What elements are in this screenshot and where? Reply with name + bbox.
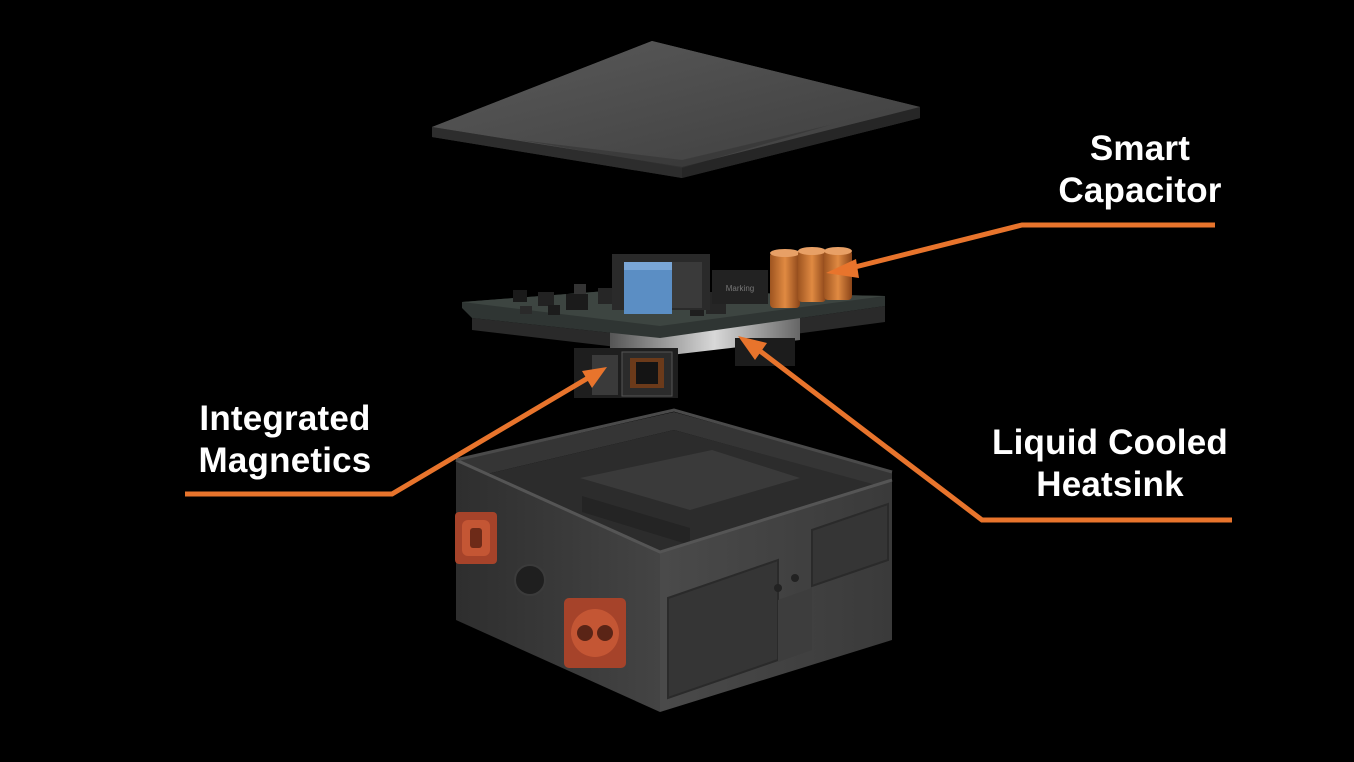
smart-capacitor-label: Smart Capacitor [1020,128,1260,212]
enclosure-lid [432,41,920,178]
heatsink-arrowhead [738,336,767,360]
smart-capacitor-label-line2: Capacitor [1058,171,1222,210]
power-connector-upper [455,512,497,564]
integrated-magnetics-arrowhead [582,367,607,388]
capacitor-bank [770,247,852,308]
power-connector-lower [564,598,626,668]
integrated-magnetics-label: Integrated Magnetics [165,398,405,482]
integrated-magnetics-callout-line [185,375,590,497]
smart-capacitor-label-line1: Smart [1089,129,1191,168]
enclosure-base [455,408,893,712]
signal-connector [514,564,546,596]
liquid-cooled-heatsink-label: Liquid Cooled Heatsink [975,422,1245,506]
transformer [612,254,710,314]
heatsink-label-line1: Liquid Cooled [992,423,1228,462]
smart-capacitor-arrowhead [826,259,859,278]
integrated-magnetics-label-line1: Integrated [199,399,371,438]
smart-capacitor-callout-line [854,222,1215,270]
integrated-magnetics-label-line2: Magnetics [198,441,372,480]
callout-lines [185,222,1232,523]
heatsink-label-line2: Heatsink [1036,465,1184,504]
heatsink-callout-line [758,349,1232,523]
pcb-assembly: Marking [462,247,885,398]
pcb-marking: Marking [726,284,754,293]
